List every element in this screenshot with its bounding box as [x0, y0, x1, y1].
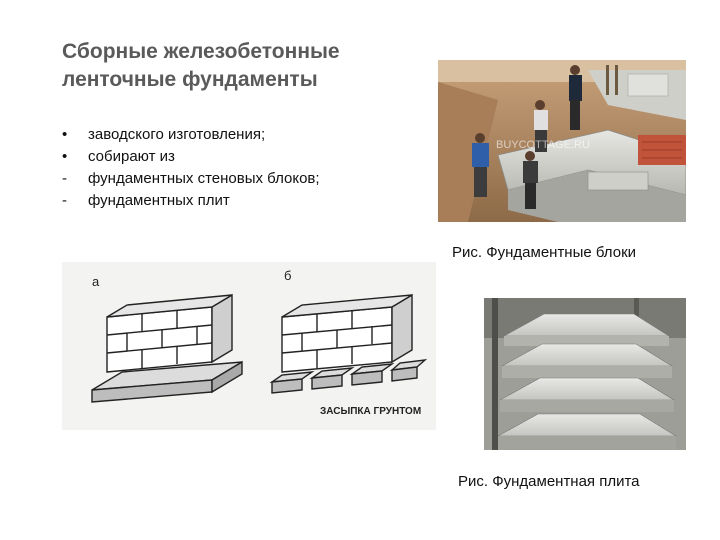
backfill-label: ЗАСЫПКА ГРУНТОМ: [320, 406, 421, 417]
foundation-sketch-image: а б ЗАСЫПКА ГРУНТОМ: [62, 262, 436, 430]
caption-blocks: Рис. Фундаментные блоки: [452, 244, 637, 261]
bullet-marker: •: [62, 126, 68, 143]
bullet-item: • заводского изготовления;: [62, 124, 320, 146]
bullet-text: заводского изготовления;: [88, 126, 266, 143]
bullet-list: • заводского изготовления; • собирают из -…: [62, 124, 320, 212]
foundation-drawing: а б ЗАСЫПКА ГРУНТОМ: [62, 262, 436, 430]
bullet-item: - фундаментных стеновых блоков;: [62, 168, 320, 190]
construction-site-image: BUYCOTTAGE.RU: [438, 60, 686, 222]
bullet-text: собирают из: [88, 148, 175, 165]
bullet-item: • собирают из: [62, 146, 320, 168]
bullet-text: фундаментных стеновых блоков;: [88, 170, 320, 187]
slide-title: Сборные железобетонные ленточные фундаме…: [62, 40, 340, 91]
bullet-marker: •: [62, 148, 68, 165]
foundation-blocks-photo: BUYCOTTAGE.RU: [438, 60, 686, 222]
bullet-item: - фундаментных плит: [62, 190, 320, 212]
stacked-slabs-image: [484, 298, 686, 450]
bullet-marker: -: [62, 170, 67, 187]
watermark: BUYCOTTAGE.RU: [496, 139, 590, 151]
foundation-slab-photo: [484, 298, 686, 450]
caption-slab: Рис. Фундаментная плита: [458, 473, 640, 490]
drawing-label-b: б: [284, 268, 291, 283]
drawing-label-a: а: [92, 274, 100, 289]
bullet-marker: -: [62, 192, 67, 209]
bullet-text: фундаментных плит: [88, 192, 230, 209]
